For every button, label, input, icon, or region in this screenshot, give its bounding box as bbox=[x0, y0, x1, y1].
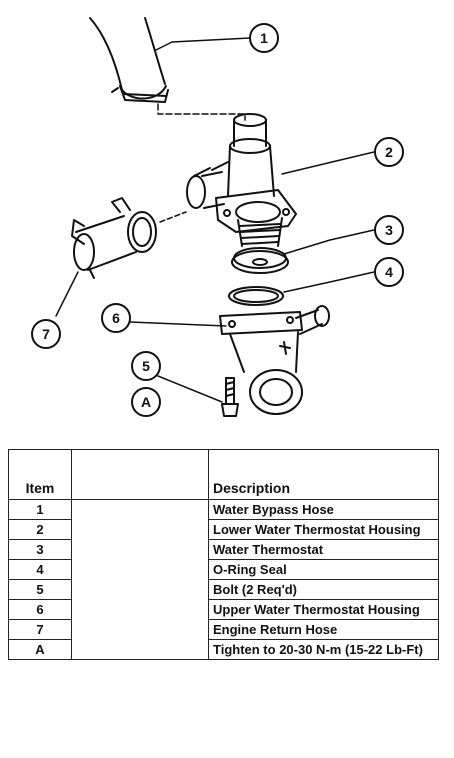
leader-line-7 bbox=[55, 271, 79, 317]
item-cell: 5 bbox=[8, 579, 72, 600]
leader-line-1 bbox=[155, 37, 251, 51]
description-cell: Bolt (2 Req'd) bbox=[208, 579, 439, 600]
table-row: 5 Bolt (2 Req'd) bbox=[8, 579, 439, 600]
callout-circle-1 bbox=[249, 23, 279, 53]
callout-label-3: 3 bbox=[385, 222, 393, 238]
callout-circle-4 bbox=[374, 257, 404, 287]
leader-line-4 bbox=[283, 271, 375, 293]
table-row: 1 Water Bypass Hose bbox=[8, 499, 439, 660]
callout-label-4: 4 bbox=[385, 264, 393, 280]
item-column-header: Item bbox=[8, 449, 72, 500]
exploded-parts-diagram: 1 2 3 4 6 5 A 7 bbox=[31, 17, 404, 417]
callout-label-2: 2 bbox=[385, 144, 393, 160]
callout-label-7: 7 bbox=[42, 326, 50, 342]
parts-table: Item Description 1 Water Bypass Hose 2 L… bbox=[8, 449, 439, 660]
callout-circle-a bbox=[131, 387, 161, 417]
blank-column-header bbox=[71, 449, 209, 500]
callout-label-6: 6 bbox=[112, 310, 120, 326]
item-cell: 4 bbox=[8, 559, 72, 580]
lower-thermostat-housing-illustration bbox=[186, 113, 297, 233]
item-cell: 2 bbox=[8, 519, 72, 540]
description-cell: O-Ring Seal bbox=[208, 559, 439, 580]
callout-circle-7 bbox=[31, 319, 61, 349]
leader-line-6 bbox=[129, 321, 227, 327]
description-cell: Tighten to 20-30 N-m (15-22 Lb-Ft) bbox=[208, 639, 439, 660]
water-thermostat-illustration bbox=[231, 217, 289, 274]
description-cell: Upper Water Thermostat Housing bbox=[208, 599, 439, 620]
item-cell: 7 bbox=[8, 619, 72, 640]
table-row: 2 Lower Water Thermostat Housing bbox=[8, 519, 439, 540]
table-row: 6 Upper Water Thermostat Housing bbox=[8, 599, 439, 620]
item-cell: A bbox=[8, 639, 72, 660]
item-cell: 6 bbox=[8, 599, 72, 620]
description-cell: Water Bypass Hose bbox=[208, 499, 439, 520]
leader-line-5 bbox=[157, 375, 223, 403]
description-cell: Lower Water Thermostat Housing bbox=[208, 519, 439, 540]
callout-circle-2 bbox=[374, 137, 404, 167]
bolt-illustration bbox=[221, 377, 239, 417]
leader-line-2 bbox=[281, 151, 375, 175]
blank-cell bbox=[71, 499, 209, 660]
water-bypass-hose-illustration bbox=[89, 17, 246, 121]
item-cell: 1 bbox=[8, 499, 72, 520]
upper-thermostat-housing-illustration bbox=[219, 305, 330, 415]
table-row: 3 Water Thermostat bbox=[8, 539, 439, 560]
table-header-row: Item Description bbox=[8, 449, 439, 500]
description-cell: Engine Return Hose bbox=[208, 619, 439, 640]
callout-label-5: 5 bbox=[142, 358, 150, 374]
callout-label-a: A bbox=[141, 394, 151, 410]
item-cell: 3 bbox=[8, 539, 72, 560]
callout-circle-3 bbox=[374, 215, 404, 245]
description-column-header: Description bbox=[208, 449, 439, 500]
leader-line-3 bbox=[283, 229, 375, 255]
callout-circle-6 bbox=[101, 303, 131, 333]
callout-circle-5 bbox=[131, 351, 161, 381]
leader-lines bbox=[55, 37, 375, 403]
o-ring-seal-illustration bbox=[228, 286, 284, 306]
table-row: A Tighten to 20-30 N-m (15-22 Lb-Ft) bbox=[8, 639, 439, 660]
description-cell: Water Thermostat bbox=[208, 539, 439, 560]
callout-label-1: 1 bbox=[260, 30, 268, 46]
engine-return-hose-illustration bbox=[71, 197, 187, 279]
